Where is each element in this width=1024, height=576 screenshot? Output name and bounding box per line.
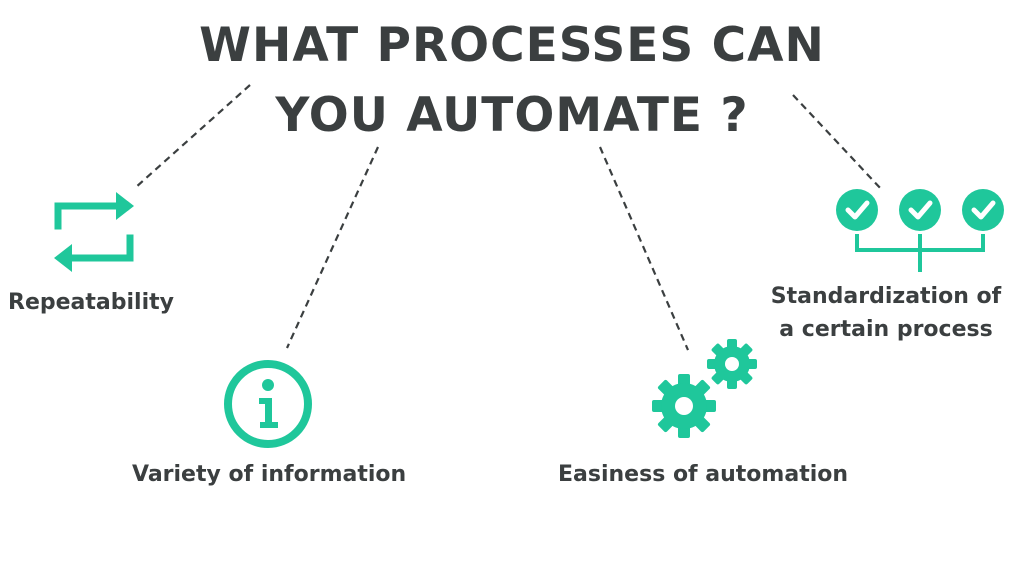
label-standardization: Standardization of a certain process	[752, 280, 1020, 346]
connector-variety	[285, 146, 380, 349]
label-variety-of-information: Variety of information	[132, 462, 407, 487]
label-standardization-line-2: a certain process	[779, 317, 993, 342]
repeat-arrows-icon	[54, 192, 134, 272]
connector-easiness	[598, 146, 690, 351]
title-line-2: YOU AUTOMATE ?	[275, 88, 749, 143]
label-standardization-line-1: Standardization of	[770, 284, 1002, 309]
info-icon	[224, 360, 312, 448]
title-line-1: WHAT PROCESSES CAN	[199, 18, 825, 73]
checkmarks-hierarchy-icon	[836, 189, 1004, 272]
label-repeatability: Repeatability	[8, 290, 174, 315]
connector-standardization	[792, 94, 883, 191]
gears-icon	[652, 339, 757, 438]
label-easiness-of-automation: Easiness of automation	[558, 462, 849, 487]
connector-repeatability	[134, 84, 251, 189]
